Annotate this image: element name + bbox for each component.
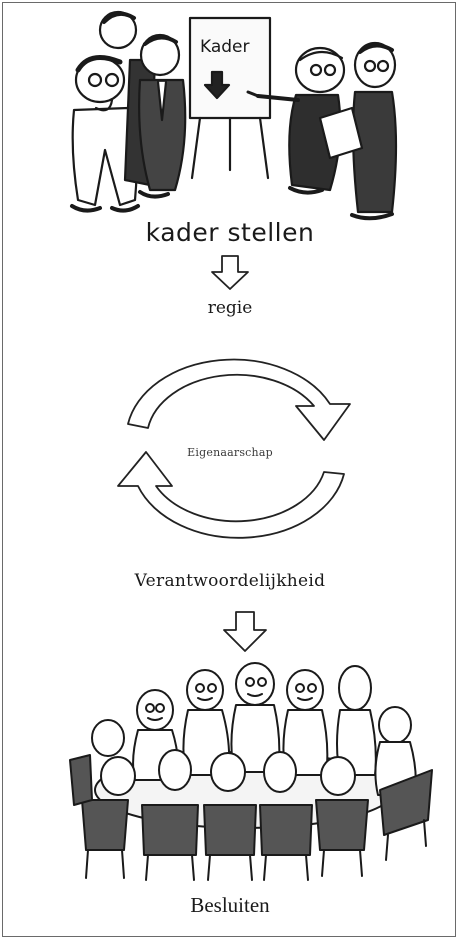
step-besluiten: Besluiten	[190, 893, 270, 917]
step-regie: regie	[207, 298, 253, 318]
step-verantwoordelijkheid: Verantwoordelijkheid	[134, 571, 326, 591]
business-meeting-illustration: Kader	[70, 10, 398, 221]
flipchart-arrow-icon	[203, 70, 231, 100]
cycle-center-label: Eigenaarschap	[187, 446, 273, 459]
step-kader-stellen: kader stellen	[145, 218, 315, 247]
flipchart-text: Kader	[200, 37, 250, 57]
paper-sheet	[318, 106, 364, 160]
flipchart-board	[188, 16, 272, 120]
